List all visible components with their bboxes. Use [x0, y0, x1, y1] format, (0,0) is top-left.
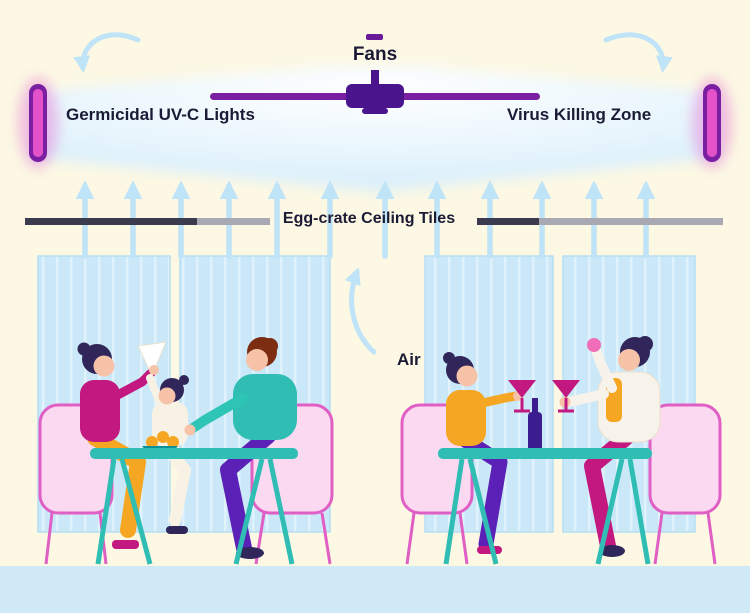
table [90, 431, 298, 565]
chair [648, 403, 722, 565]
air-label: Air [397, 350, 421, 369]
recirculation-arrow-right [603, 32, 673, 74]
uv-light-bar-right [692, 77, 732, 169]
germicidal-uvc-label: Germicidal UV-C Lights [66, 105, 255, 124]
air-rising-arrow [344, 267, 377, 355]
fans-label: Fans [352, 44, 398, 65]
wine-bottle [528, 398, 542, 452]
table [438, 398, 652, 565]
cocktail-glass [552, 380, 580, 413]
virus-killing-zone-glow [30, 66, 720, 192]
person [443, 352, 536, 554]
left-dining-scene [38, 337, 334, 565]
cocktail-glass [508, 380, 536, 413]
virus-zone-label: Virus Killing Zone [507, 105, 652, 124]
person [184, 337, 297, 559]
egg-crate-ceiling-tiles [25, 218, 723, 225]
recirculation-arrow-left [73, 32, 141, 74]
uv-light-bar-left [18, 77, 58, 169]
napkin [137, 341, 167, 378]
ceiling-tiles-label: Egg-crate Ceiling Tiles [282, 210, 456, 227]
right-dining-scene [400, 336, 722, 565]
ceiling-fan-icon [210, 34, 540, 114]
person [552, 336, 661, 557]
floor [0, 566, 750, 613]
